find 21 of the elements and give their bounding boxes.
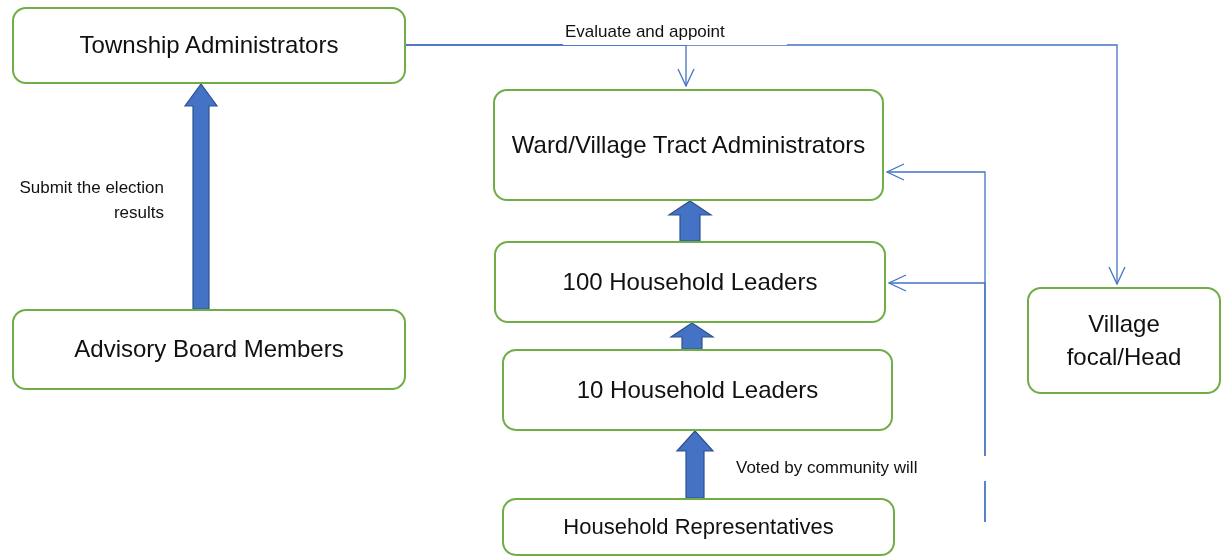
block-arrow [667, 200, 713, 242]
rounded-box [494, 241, 886, 323]
rounded-box [12, 309, 406, 390]
rounded-box [493, 89, 884, 201]
rounded-box [502, 349, 893, 431]
node-label: Household Representatives [563, 513, 834, 542]
node-label: 10 Household Leaders [576, 374, 819, 405]
node-label: 100 Household Leaders [562, 266, 818, 297]
node-label: Ward/Village Tract Administrators [511, 129, 866, 160]
arrow [405, 44, 1126, 285]
arrow [888, 274, 986, 523]
edge-label: Voted by community will [734, 456, 988, 481]
rounded-box [502, 498, 895, 556]
block-arrow [183, 82, 219, 310]
node-label: Advisory Board Members [74, 334, 344, 365]
block-arrow [675, 430, 715, 499]
rounded-box [1027, 287, 1221, 394]
rounded-box [12, 7, 406, 84]
node-label: Village focal/Head [1065, 309, 1183, 372]
node-label: Township Administrators [79, 30, 339, 61]
block-arrow [669, 322, 715, 350]
